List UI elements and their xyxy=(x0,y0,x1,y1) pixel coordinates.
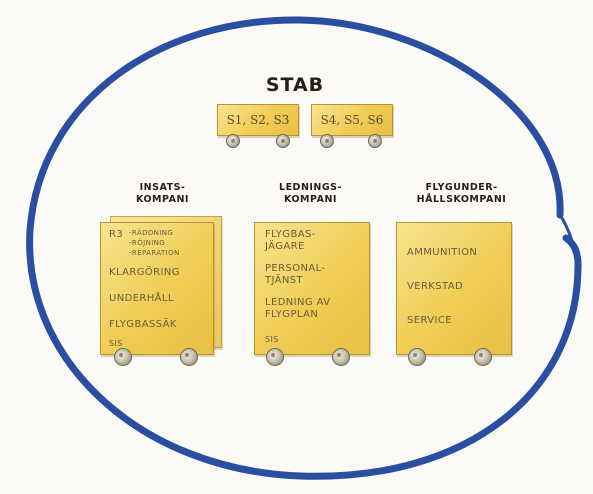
unit-item: TJÄNST xyxy=(265,275,304,286)
unit-item: LEDNING AV xyxy=(265,297,331,308)
unit-wheel xyxy=(266,348,284,366)
unit-wheel xyxy=(114,348,132,366)
unit-item: FLYGBAS- xyxy=(265,229,316,240)
r3-prefix: R3 xyxy=(109,229,124,240)
unit-heading-line: FLYGUNDER- xyxy=(425,182,498,193)
unit-heading-flygunderhallskompani: FLYGUNDER- HÅLLSKOMPANI xyxy=(394,182,529,206)
stab-wheel xyxy=(276,134,290,148)
stab-title: STAB xyxy=(265,74,325,96)
unit-item: SERVICE xyxy=(407,315,452,326)
unit-wagon-insatskompani: R3 -RÄDDNING -RÖJNING -REPARATION KLARGÖ… xyxy=(100,222,214,355)
unit-heading-line: KOMPANI xyxy=(284,194,337,205)
stab-wheel xyxy=(226,134,240,148)
stab-box-1: S1, S2, S3 xyxy=(217,104,299,136)
stab-box-2-label: S4, S5, S6 xyxy=(320,113,384,127)
unit-heading-line: HÅLLSKOMPANI xyxy=(416,194,507,205)
unit-item: FLYGBASSÄK xyxy=(109,319,177,330)
unit-footer: SIS xyxy=(109,339,123,348)
unit-item: AMMUNITION xyxy=(407,247,478,258)
unit-wheel xyxy=(408,348,426,366)
stab-wagon: S1, S2, S3 S4, S5, S6 xyxy=(217,104,393,136)
unit-item: JÄGARE xyxy=(265,241,305,252)
unit-wheel xyxy=(474,348,492,366)
unit-item: KLARGÖRING xyxy=(109,267,180,278)
stab-wheel xyxy=(320,134,334,148)
unit-heading-line: KOMPANI xyxy=(136,194,189,205)
unit-item: UNDERHÅLL xyxy=(109,293,174,304)
unit-footer: SIS xyxy=(265,335,279,344)
unit-item: FLYGPLAN xyxy=(265,309,319,320)
unit-item: PERSONAL- xyxy=(265,263,326,274)
stab-wheel xyxy=(368,134,382,148)
unit-heading-ledningskompani: LEDNINGS- KOMPANI xyxy=(248,182,373,206)
r3-item: -RÄDDNING xyxy=(129,229,174,237)
stab-box-1-label: S1, S2, S3 xyxy=(226,113,290,127)
unit-item: VERKSTAD xyxy=(407,281,464,292)
unit-wagon-ledningskompani: FLYGBAS- JÄGARE PERSONAL- TJÄNST LEDNING… xyxy=(254,222,370,355)
unit-heading-insatskompani: INSATS- KOMPANI xyxy=(100,182,225,206)
unit-heading-line: LEDNINGS- xyxy=(279,182,342,193)
stab-box-2: S4, S5, S6 xyxy=(311,104,393,136)
r3-item: -RÖJNING xyxy=(129,239,166,247)
unit-wheel xyxy=(180,348,198,366)
unit-heading-line: INSATS- xyxy=(139,182,186,193)
unit-wagon-flygunderhallskompani: AMMUNITION VERKSTAD SERVICE xyxy=(396,222,512,355)
r3-item: -REPARATION xyxy=(129,249,180,257)
unit-wheel xyxy=(332,348,350,366)
